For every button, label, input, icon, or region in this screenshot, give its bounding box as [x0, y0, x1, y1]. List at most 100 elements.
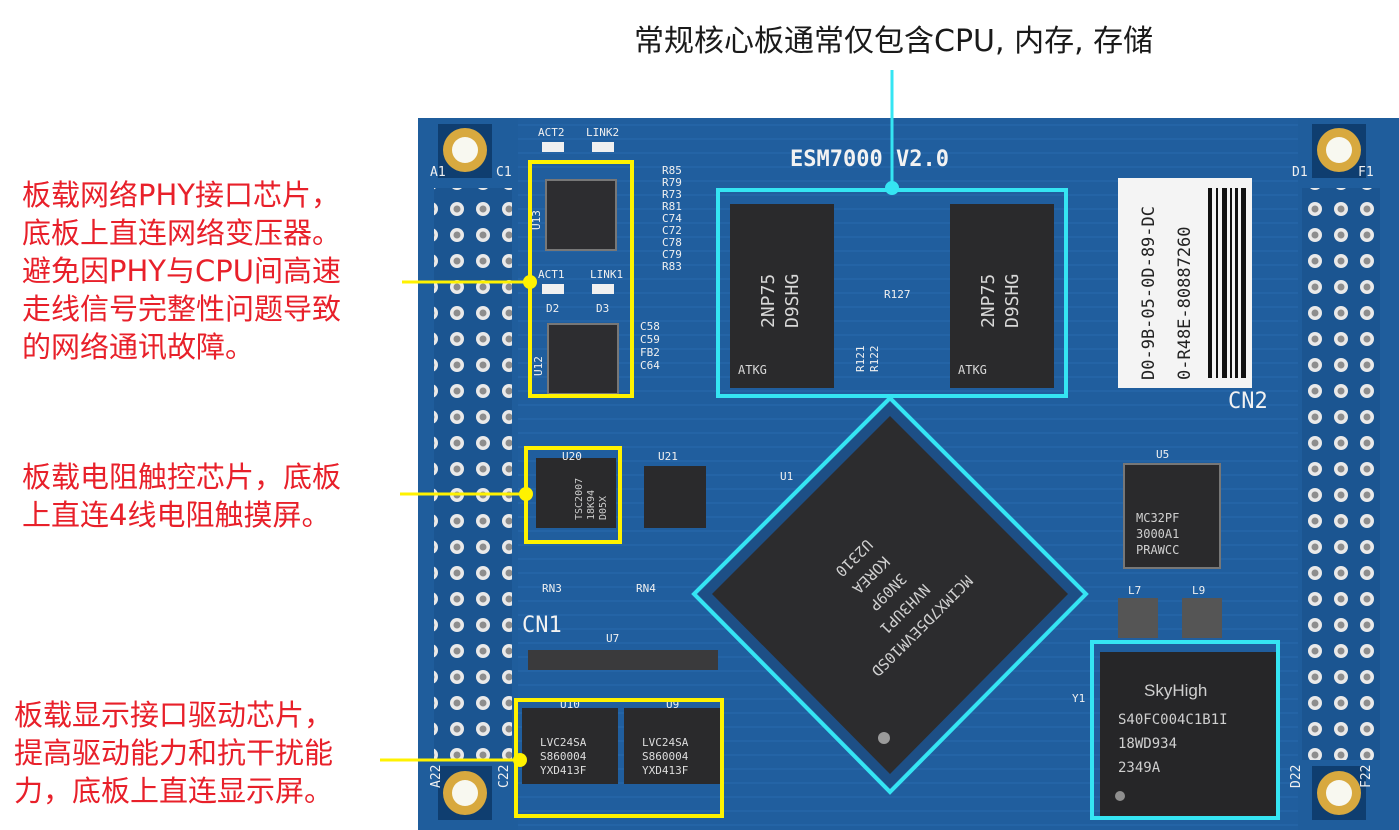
phy-chip-u13 [545, 179, 617, 251]
chip-u21 [644, 466, 706, 528]
flash-chip: SkyHigh S40FC004C1B1I 18WD934 2349A [1100, 652, 1278, 816]
pin-label-d1: D1 [1292, 165, 1308, 180]
ref-rn4: RN4 [636, 582, 656, 595]
pin-label-a22: A22 [429, 765, 444, 788]
annotation-phy: 板载网络PHY接口芯片， 底板上直连网络变压器。 避免因PHY与CPU间高速 走… [22, 178, 342, 364]
flash-line3: 2349A [1118, 760, 1161, 776]
led-act2 [542, 142, 564, 152]
callout-dot-ram [885, 181, 899, 195]
mounting-hole-br [1312, 766, 1366, 820]
ref-r127: R127 [884, 288, 911, 301]
ram-right-line2: D9SHG [1002, 274, 1023, 328]
ref-u21: U21 [658, 450, 678, 463]
annotation-display: 板载显示接口驱动芯片， 提高驱动能力和抗干扰能 力，底板上直连显示屏。 [14, 698, 334, 808]
connector-cn2: CN2 [1228, 389, 1268, 414]
component-label: C59 [640, 333, 660, 346]
led-label-d3: D3 [596, 302, 609, 315]
ram-left-line2: D9SHG [782, 274, 803, 328]
pmic-chip-u5: MC32PF 3000A1 PRAWCC [1123, 463, 1221, 569]
pin-header-right [1302, 188, 1380, 760]
ref-y1: Y1 [1072, 692, 1085, 705]
component-label: C79 [662, 248, 682, 261]
callout-dot-display [513, 753, 527, 767]
touch-line1: TSC2007 [574, 478, 585, 520]
ref-r121: R121 [854, 346, 867, 373]
driver-right-line1: LVC24SA [642, 736, 689, 749]
ref-u13: U13 [530, 210, 543, 230]
pcb-board: A1 C1 A22 C22 D1 F1 D22 F22 ESM7000 V2.0… [418, 118, 1399, 830]
driver-right-line2: S860004 [642, 750, 689, 763]
flash-brand: SkyHigh [1144, 681, 1207, 700]
component-label: C58 [640, 320, 660, 333]
component-label: C78 [662, 236, 682, 249]
led-link2 [592, 142, 614, 152]
callout-dot-touch [519, 487, 533, 501]
ref-u20: U20 [562, 450, 582, 463]
ref-r122: R122 [868, 346, 881, 373]
led-label-act1: ACT1 [538, 268, 565, 281]
highlight-flash [1090, 640, 1280, 820]
flash-line1: S40FC004C1B1I [1118, 712, 1228, 728]
ref-u1: U1 [780, 470, 793, 483]
ref-l9: L9 [1192, 584, 1205, 597]
mounting-hole-tr [1312, 124, 1366, 178]
ram-right-line3: ATKG [958, 363, 987, 377]
ram-right-line1: 2NP75 [978, 274, 999, 328]
ram-chip-left: 2NP75 D9SHG ATKG [730, 204, 834, 388]
board-title: ESM7000 V2.0 [790, 147, 949, 172]
annotation-touch: 板载电阻触控芯片，底板 上直连4线电阻触摸屏。 [22, 460, 342, 532]
top-caption: 常规核心板通常仅包含CPU, 内存, 存储 [634, 24, 1154, 59]
mac-line1: D0-9B-05-0D-89-DC [1139, 206, 1159, 380]
component-label: R79 [662, 176, 682, 189]
driver-left-line1: LVC24SA [540, 736, 587, 749]
component-label: FB2 [640, 346, 660, 359]
pin-label-f22: F22 [1359, 765, 1374, 788]
flash-line2: 18WD934 [1118, 736, 1177, 752]
pmic-line1: MC32PF [1136, 511, 1179, 525]
pin-label-d22: D22 [1289, 765, 1304, 788]
component-label: R81 [662, 200, 682, 213]
driver-left-line3: YXD413F [540, 764, 586, 777]
ref-rn3: RN3 [542, 582, 562, 595]
inductor-l7 [1118, 598, 1158, 638]
component-label: R73 [662, 188, 682, 201]
ram-left-line3: ATKG [738, 363, 767, 377]
led-label-link2: LINK2 [586, 126, 619, 139]
pin-label-c1: C1 [496, 165, 512, 180]
led-label-link1: LINK1 [590, 268, 623, 281]
callout-dot-phy [523, 275, 537, 289]
ref-u12: U12 [532, 356, 545, 376]
component-label: C74 [662, 212, 682, 225]
led-link1 [592, 284, 614, 294]
pmic-line3: PRAWCC [1136, 543, 1179, 557]
component-label: R83 [662, 260, 682, 273]
pmic-line2: 3000A1 [1136, 527, 1179, 541]
mounting-hole-tl [438, 124, 492, 178]
driver-right-line3: YXD413F [642, 764, 688, 777]
led-label-act2: ACT2 [538, 126, 565, 139]
highlight-cpu [691, 395, 1089, 795]
mounting-hole-bl [438, 766, 492, 820]
driver-chip-u10: LVC24SA S860004 YXD413F [522, 708, 618, 784]
touch-line2: 18K94 [586, 490, 597, 520]
driver-chip-u9: LVC24SA S860004 YXD413F [624, 708, 720, 784]
inductor-l9 [1182, 598, 1222, 638]
led-act1 [542, 284, 564, 294]
touch-line3: D05X [598, 496, 609, 520]
component-label: R85 [662, 164, 682, 177]
connector-u7 [528, 650, 718, 670]
led-label-d2: D2 [546, 302, 559, 315]
ref-u5: U5 [1156, 448, 1169, 461]
pin-label-c22: C22 [497, 765, 512, 788]
ref-u7: U7 [606, 632, 619, 645]
driver-left-line2: S860004 [540, 750, 587, 763]
mac-label-sticker: D0-9B-05-0D-89-DC 0-R48E-80887260 [1118, 178, 1252, 388]
ref-l7: L7 [1128, 584, 1141, 597]
pin-label-a1: A1 [430, 165, 446, 180]
touch-chip-u20: TSC2007 18K94 D05X [536, 458, 616, 528]
component-label: C72 [662, 224, 682, 237]
ram-chip-right: 2NP75 D9SHG ATKG [950, 204, 1054, 388]
mac-line2: 0-R48E-80887260 [1175, 226, 1195, 380]
connector-cn1: CN1 [522, 613, 562, 638]
